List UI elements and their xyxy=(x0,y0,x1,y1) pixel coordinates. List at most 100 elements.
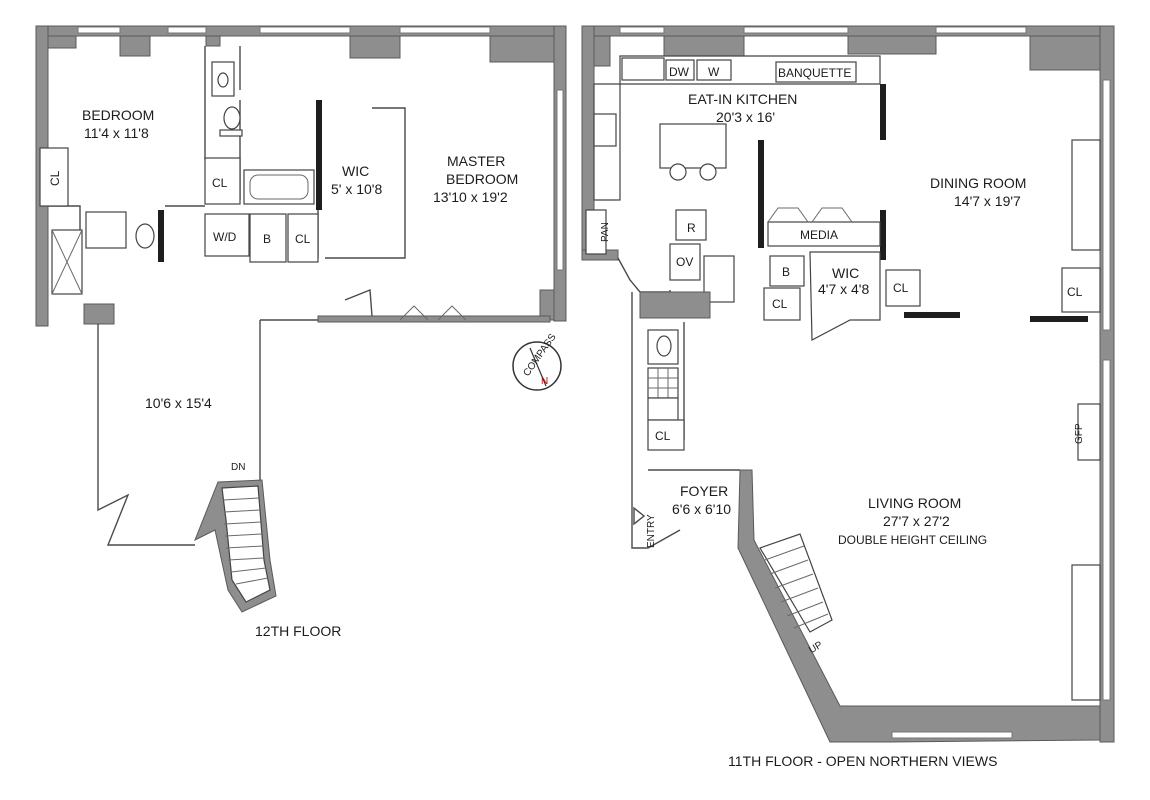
closet-11 xyxy=(763,287,801,321)
window xyxy=(259,26,351,34)
shower-drain xyxy=(51,229,83,295)
door xyxy=(880,210,886,260)
living-room-sw-wall xyxy=(737,469,1101,743)
window xyxy=(77,26,121,34)
banquette xyxy=(775,61,857,83)
powder-room-floor xyxy=(647,367,679,399)
living-room-label: LIVING ROOM xyxy=(868,495,961,511)
eleventh-floor-caption: 11TH FLOOR - OPEN NORTHERN VIEWS xyxy=(728,753,997,769)
door xyxy=(758,140,764,248)
dishwasher-label: DW xyxy=(669,65,690,79)
dining-room-size: 14'7 x 19'7 xyxy=(954,193,1021,209)
wic-label-11: WIC xyxy=(832,265,859,281)
landing-east-wall xyxy=(259,319,320,480)
wall-pier xyxy=(47,35,77,49)
floor-tiles xyxy=(648,368,678,398)
foyer-label: FOYER xyxy=(680,483,728,499)
bath-11 xyxy=(769,255,805,287)
closet-label-11b: CL xyxy=(893,281,909,295)
wall-pier xyxy=(205,35,221,47)
compass: COMPASS N xyxy=(512,332,562,391)
landing-west-wall xyxy=(97,324,195,546)
window xyxy=(1102,359,1111,701)
kitchen-island xyxy=(659,123,727,169)
bath-closet xyxy=(249,213,287,263)
wall-pier xyxy=(593,35,611,67)
window xyxy=(167,26,207,34)
closet-doors xyxy=(399,305,467,321)
stool xyxy=(669,163,687,181)
wic-label-12: WIC xyxy=(342,163,369,179)
door xyxy=(904,312,960,318)
wall-panel xyxy=(1071,564,1101,701)
window xyxy=(556,89,564,271)
foyer-size: 6'6 x 6'10 xyxy=(672,501,731,517)
foyer-closet-label: CL xyxy=(655,429,671,443)
foyer-closet xyxy=(647,419,685,451)
window xyxy=(935,26,1027,34)
dishwasher xyxy=(665,59,695,81)
window xyxy=(619,26,665,34)
wall-pier xyxy=(847,35,937,55)
stair-treads-12 xyxy=(222,497,269,585)
closet xyxy=(204,157,241,205)
foyer-walls xyxy=(631,469,740,549)
compass-north: N xyxy=(541,376,548,387)
stair-11 xyxy=(759,533,833,633)
bathtub-basin xyxy=(249,174,309,200)
stair-down-label: DN xyxy=(231,462,245,473)
living-room-note: DOUBLE HEIGHT CEILING xyxy=(838,533,987,547)
kitchen-sink xyxy=(621,57,665,81)
wall-panel xyxy=(1071,139,1101,251)
bedroom-closet-label: CL xyxy=(48,170,62,186)
dining-closet xyxy=(1061,267,1101,313)
twelfth-floor-caption: 12TH FLOOR xyxy=(255,623,341,639)
compass-needle xyxy=(529,347,547,387)
media-cabinet xyxy=(767,221,881,247)
master-bedroom-label-2: BEDROOM xyxy=(446,171,518,187)
bedroom-label: BEDROOM xyxy=(82,107,154,123)
closet-label-11: CL xyxy=(772,297,788,311)
master-south-wall xyxy=(317,315,551,323)
closet-label-2: CL xyxy=(295,232,311,246)
stove xyxy=(593,113,617,147)
banquette-label: BANQUETTE xyxy=(778,66,851,80)
oven xyxy=(669,243,701,281)
refrigerator xyxy=(675,209,707,241)
entry-label: ENTRY xyxy=(646,514,657,548)
washer xyxy=(696,59,732,81)
pantry-label: PAN xyxy=(600,222,611,242)
wic-walls xyxy=(317,100,406,259)
media-doors xyxy=(767,207,853,223)
kitchen-label: EAT-IN KITCHEN xyxy=(688,91,797,107)
bath-label-12: B xyxy=(263,232,271,246)
fireplace xyxy=(1077,403,1101,461)
window xyxy=(891,731,1013,739)
dining-closet-label: CL xyxy=(1067,285,1083,299)
wall-block xyxy=(639,291,711,319)
closet xyxy=(287,213,319,263)
window xyxy=(1102,79,1111,331)
washer-dryer-label: W/D xyxy=(213,230,237,244)
window xyxy=(399,26,491,34)
toilet-tank xyxy=(219,129,243,137)
washer-dryer xyxy=(204,213,250,257)
landing-size: 10'6 x 15'4 xyxy=(145,395,212,411)
eleventh-floor-plan xyxy=(581,25,1115,743)
master-bedroom-label-1: MASTER xyxy=(447,153,505,169)
closet-11b xyxy=(885,269,921,307)
door xyxy=(1030,316,1088,322)
wall-pier xyxy=(489,35,555,63)
stool xyxy=(699,163,717,181)
wall-pier xyxy=(1029,35,1101,71)
toilet xyxy=(223,106,241,130)
toilet-bowl xyxy=(656,335,672,357)
master-bedroom-size: 13'10 x 19'2 xyxy=(433,189,508,205)
fireplace-label: GFP xyxy=(1074,423,1085,444)
sink-basin xyxy=(217,72,229,88)
media-label: MEDIA xyxy=(800,228,838,242)
window xyxy=(743,26,849,34)
powder-room-sink xyxy=(647,397,679,421)
bath-label-11: B xyxy=(782,265,790,279)
